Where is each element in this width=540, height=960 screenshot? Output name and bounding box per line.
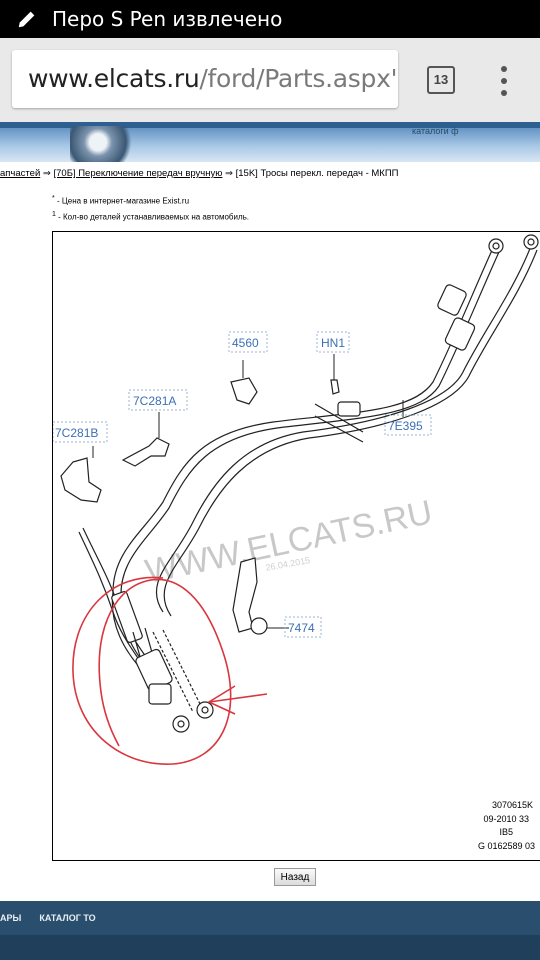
price-note: * - Цена в интернет-магазине Exist.ru — [52, 195, 190, 206]
breadcrumb-link-manual-gearshift[interactable]: [70Б] Переключение передач вручную — [53, 168, 223, 179]
site-footer: АРЫ КАТАЛОГ ТО — [0, 901, 540, 960]
diagram-watermark: WWW.ELCATS.RU — [142, 493, 436, 591]
quantity-note: 1 - Кол-во деталей устанавливаемых на ав… — [52, 211, 250, 222]
cable-ends-bottom — [111, 591, 214, 733]
browser-toolbar: www.elcats.ru/ford/Parts.aspx' 13 — [0, 38, 540, 123]
breadcrumb-link-parts[interactable]: апчастей — [0, 168, 41, 179]
breadcrumb-current: [15K] Тросы перекл. передач - МКПП — [235, 168, 399, 179]
status-text: Перо S Pen извлечено — [52, 7, 283, 31]
url-bar[interactable]: www.elcats.ru/ford/Parts.aspx' — [12, 50, 398, 108]
footer-link-catalog[interactable]: КАТАЛОГ ТО — [39, 913, 96, 923]
ref-line-4: G 0162589 03 — [478, 841, 535, 851]
cable-ends-top — [314, 234, 539, 443]
status-bar: Перо S Pen извлечено — [0, 0, 540, 38]
site-banner: каталоги ф — [0, 122, 540, 162]
red-annotation-circle — [72, 576, 268, 765]
url-path: /ford/Parts.aspx' — [199, 64, 398, 93]
mounting-brackets — [60, 377, 340, 635]
back-button[interactable]: Назад — [274, 868, 316, 886]
ref-line-3: IB5 — [499, 827, 513, 837]
breadcrumb-separator: ⇒ — [222, 168, 236, 179]
engine-graphic — [70, 126, 140, 162]
part-label-7c281b: 7C281B — [55, 426, 98, 440]
breadcrumb: апчастей ⇒ [70Б] Переключение передач вр… — [0, 168, 398, 179]
pen-icon — [18, 11, 35, 28]
gearshift-cables — [78, 245, 538, 685]
parts-diagram: WWW.ELCATS.RU 26.04.2015 — [52, 231, 540, 861]
banner-catalog-link[interactable]: каталоги ф — [412, 126, 459, 136]
part-label-7e395: 7E395 — [388, 419, 423, 433]
ref-line-2: 09-2010 33 — [483, 814, 529, 824]
part-label-hn1: HN1 — [321, 336, 345, 350]
overflow-menu-icon[interactable] — [496, 66, 512, 96]
part-label-4560: 4560 — [232, 336, 259, 350]
breadcrumb-separator: ⇒ — [40, 168, 54, 179]
footer-link-1[interactable]: АРЫ — [0, 913, 22, 923]
url-host: www.elcats.ru — [28, 64, 200, 93]
tab-switcher-button[interactable]: 13 — [427, 66, 455, 94]
ref-line-1: 3070615K — [492, 800, 533, 810]
part-label-7474: 7474 — [288, 621, 315, 635]
part-label-7c281a: 7C281A — [133, 394, 176, 408]
